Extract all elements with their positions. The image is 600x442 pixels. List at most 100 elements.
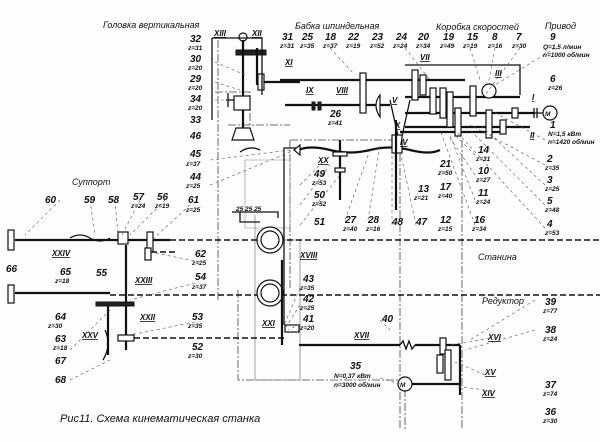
part-55: 55 [96, 268, 108, 279]
shaft-XX: XX [317, 156, 329, 165]
part-18-z: z=37 [322, 43, 338, 50]
shaft-XXII: XXII [139, 313, 156, 322]
part-28-z: z=16 [365, 226, 381, 233]
shaft-XII: XII [251, 29, 263, 38]
part-17-z: z=40 [437, 193, 453, 200]
part-23-z: z=52 [369, 43, 385, 50]
shaft-XXIII: XXIII [134, 276, 153, 285]
title-bed: Станина [478, 252, 517, 262]
part-26: 26 [329, 109, 342, 120]
part-48: 48 [391, 217, 404, 228]
part-32-z: z=31 [187, 45, 203, 52]
part-29-z: z=20 [187, 85, 203, 92]
part-1: 1 [550, 120, 556, 131]
shaft-V: V [392, 96, 398, 105]
shaft-XIII: XIII [213, 29, 227, 38]
part-49-z: z=53 [311, 180, 327, 187]
part-22: 22 [347, 32, 360, 43]
part-12: 12 [440, 215, 452, 226]
figure-caption: Рис11. Схема кинематическая станка [60, 413, 260, 425]
part-8: 8 [492, 32, 498, 43]
part-17: 17 [440, 182, 452, 193]
part-38-z: z=24 [542, 336, 558, 343]
part-12-z: z=15 [437, 226, 453, 233]
part-20-z: z=34 [415, 43, 431, 50]
title-vertical-head: Головка вертикальная [103, 20, 200, 30]
part-45-z: z=37 [185, 161, 201, 168]
part-63-z: z=18 [52, 345, 68, 352]
table-mark-frame [232, 211, 279, 223]
part-41: 41 [302, 314, 315, 325]
shaft-VII: VII [420, 53, 431, 62]
part-64: 64 [55, 312, 67, 323]
part-31-z: z=31 [279, 43, 295, 50]
part-16: 16 [474, 215, 486, 226]
part-3-z: z=25 [544, 186, 560, 193]
part-30: 30 [190, 54, 202, 65]
part-39: 39 [545, 297, 557, 308]
part-13-z: z=21 [413, 195, 429, 202]
part-24: 24 [395, 32, 408, 43]
feed-drive: M [280, 260, 462, 395]
drive: M [481, 83, 558, 121]
part-20: 20 [417, 32, 430, 43]
part-labels: 32z=31 30z=20 29z=20 34z=20 33 46 45z=37… [6, 32, 595, 425]
title-reducer: Редуктор [482, 296, 524, 306]
part-32: 32 [190, 34, 202, 45]
part-9-flow: Q=1,5 л/мин [543, 44, 581, 51]
part-15: 15 [467, 32, 479, 43]
part-66: 66 [6, 264, 18, 275]
part-2-z: z=35 [544, 165, 560, 172]
part-27-z: z=40 [342, 226, 358, 233]
part-21-z: z=50 [437, 170, 453, 177]
shaft-X: X [394, 121, 401, 130]
part-62-z: z=25 [191, 260, 207, 267]
shaft-XIV: XIV [481, 389, 496, 398]
part-8-z: z=16 [487, 43, 503, 50]
part-25-z: z=35 [299, 43, 315, 50]
part-34-z: z=20 [187, 105, 203, 112]
shaft-labels: XIII XII XI IX VIII VII V X IV III I II … [51, 29, 535, 398]
part-1-rpm: n=1420 об/мин [548, 138, 595, 146]
part-36: 36 [545, 407, 557, 418]
part-54-z: z=37 [191, 284, 207, 291]
part-4: 4 [546, 219, 553, 230]
part-62: 62 [195, 249, 207, 260]
part-10-z: z=27 [475, 177, 491, 184]
part-61: 61 [188, 195, 200, 206]
part-3: 3 [547, 175, 553, 186]
part-21: 21 [439, 159, 452, 170]
part-13: 13 [418, 184, 430, 195]
part-6: 6 [550, 74, 556, 85]
part-7: 7 [516, 32, 522, 43]
part-51: 51 [314, 217, 326, 228]
part-49: 49 [313, 169, 326, 180]
part-6-z: z=26 [547, 85, 563, 92]
part-58: 58 [108, 195, 120, 206]
title-spindle-head: Бабка шпиндельная [295, 21, 380, 31]
leader-lines [24, 47, 556, 391]
shaft-XXV: XXV [81, 331, 99, 340]
part-43: 43 [302, 274, 315, 285]
part-9: 9 [550, 32, 556, 43]
part-54: 54 [195, 272, 207, 283]
part-52-z: z=30 [187, 353, 203, 360]
part-41-z: z=20 [299, 325, 315, 332]
part-64-z: z=30 [47, 323, 63, 330]
section-titles: Головка вертикальная Бабка шпиндельная К… [60, 20, 576, 425]
part-44-z: z=25 [185, 183, 201, 190]
part-57-z: z=24 [130, 203, 146, 210]
part-53-z: z=35 [187, 323, 203, 330]
part-10: 10 [478, 166, 490, 177]
part-33: 33 [190, 115, 202, 126]
part-56: 56 [157, 192, 169, 203]
part-68: 68 [55, 375, 67, 386]
part-59: 59 [84, 195, 96, 206]
part-36-z: z=30 [542, 418, 558, 425]
part-47: 47 [415, 217, 428, 228]
shaft-XVIII: XVIII [299, 251, 318, 260]
shaft-IV: IV [400, 138, 408, 147]
part-24-z: z=24 [392, 43, 408, 50]
part-35-power: N=0,37 кВт [334, 373, 371, 380]
